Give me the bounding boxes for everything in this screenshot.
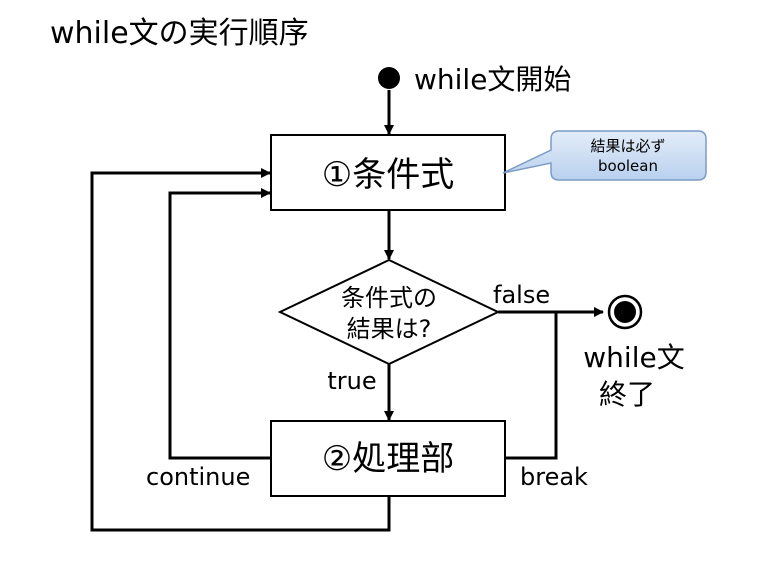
start-node-icon — [378, 67, 400, 89]
false-label: false — [493, 281, 550, 309]
page-title: while文の実行順序 — [50, 16, 309, 51]
start-label: while文開始 — [414, 63, 571, 96]
condition-box-label: ①条件式 — [322, 155, 454, 195]
continue-loop-arrow — [168, 188, 271, 460]
true-label: true — [327, 367, 376, 395]
callout-line1: 結果は必ず — [590, 137, 665, 155]
end-label-line2: 終了 — [599, 378, 655, 411]
process-box-label: ②処理部 — [322, 439, 454, 479]
decision-line2: 結果は? — [347, 315, 432, 343]
break-label: break — [520, 463, 588, 491]
break-line — [505, 312, 558, 460]
decision-diamond — [277, 258, 501, 366]
decision-line1: 条件式の — [341, 284, 437, 312]
outer-loop-arrow — [90, 168, 391, 532]
callout-line2: boolean — [598, 157, 658, 175]
continue-label: continue — [146, 463, 250, 491]
end-label-line1: while文 — [583, 341, 684, 374]
end-node-core-icon — [614, 301, 636, 323]
callout-bubble — [502, 130, 707, 181]
